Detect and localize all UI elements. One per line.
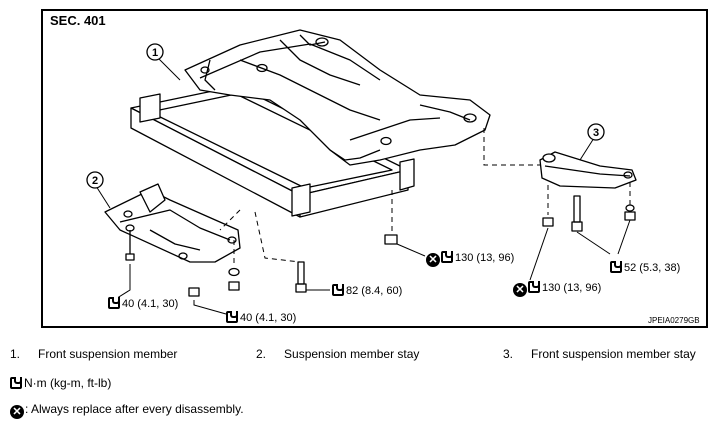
legend-item-2: 2.Suspension member stay	[256, 347, 420, 361]
fasteners	[125, 195, 636, 297]
torque-label-stay-left: 40 (4.1, 30)	[108, 297, 178, 310]
do-not-reuse-icon: ✕	[10, 405, 24, 419]
torque-wrench-icon	[332, 284, 344, 296]
do-not-reuse-icon: ✕	[426, 253, 440, 267]
legend-item-3: 3.Front suspension member stay	[503, 347, 696, 361]
torque-label-member-bolt: ✕130 (13, 96)	[426, 251, 514, 267]
torque-wrench-icon	[441, 251, 453, 263]
callout-1	[146, 43, 164, 61]
torque-wrench-icon	[528, 281, 540, 293]
torque-wrench-icon	[610, 261, 622, 273]
do-not-reuse-icon: ✕	[513, 283, 527, 297]
callout-1-text: 1	[152, 47, 158, 59]
torque-wrench-icon	[226, 311, 238, 323]
torque-wrench-icon	[108, 297, 120, 309]
figure-code: JPEIA0279GB	[648, 316, 700, 325]
front-suspension-member	[130, 29, 491, 218]
callout-3-text: 3	[593, 127, 599, 139]
legend-item-1: 1.Front suspension member	[10, 347, 178, 361]
callout-2-text: 2	[92, 175, 98, 187]
callout-2	[86, 171, 104, 189]
legend-torque-unit: N·m (kg-m, ft-lb)	[10, 376, 111, 390]
section-label: SEC. 401	[50, 13, 106, 28]
front-suspension-member-stay	[539, 151, 637, 189]
callout-3	[587, 123, 605, 141]
suspension-member-stay	[104, 183, 241, 263]
torque-label-stay-bottom: 40 (4.1, 30)	[226, 311, 296, 324]
torque-label-mount-upper: 52 (5.3, 38)	[610, 261, 680, 274]
legend-replace-note: ✕: Always replace after every disassembl…	[10, 402, 244, 419]
torque-label-bolt-center: 82 (8.4, 60)	[332, 284, 402, 297]
torque-label-mount-bolt: ✕130 (13, 96)	[513, 281, 601, 297]
torque-wrench-icon	[10, 377, 22, 389]
